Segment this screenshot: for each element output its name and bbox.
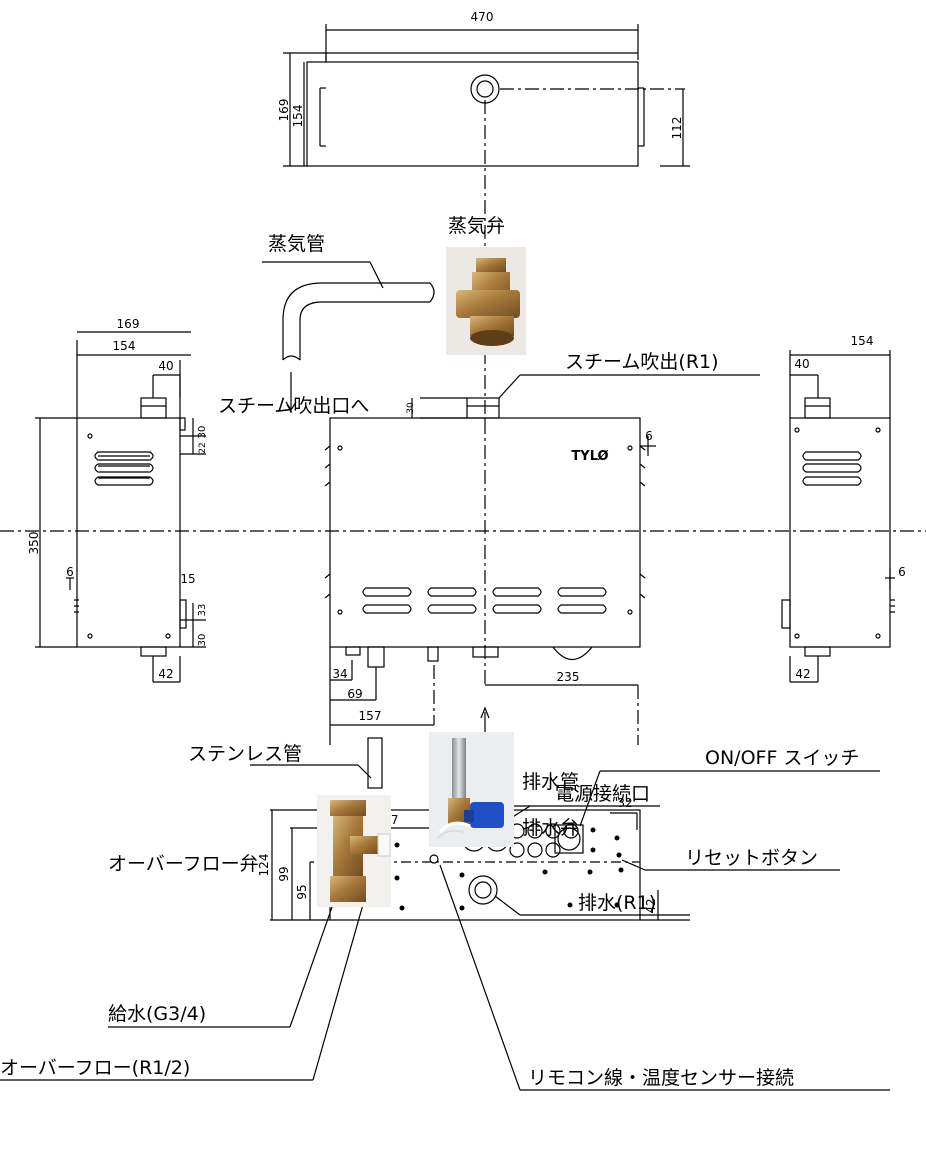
right-side-view [781,350,895,683]
label-remote-sensor: リモコン線・温度センサー接続 [528,1067,794,1089]
dim-top-169: 169 [277,99,291,122]
label-overflow-r12: オーバーフロー(R1/2) [0,1057,190,1079]
dim-left-15: 15 [180,572,195,586]
label-steam-outlet: スチーム吹出(R1) [565,351,719,373]
label-onoff-switch: ON/OFF スイッチ [705,747,859,769]
dim-right-6: 6 [898,565,906,579]
top-view [283,24,690,200]
dim-left-154: 154 [113,339,136,353]
dim-32: 32 [617,796,632,810]
dim-front-30: 30 [406,402,416,414]
dim-470: 470 [471,10,494,24]
stainless-pipe-drawing [250,737,383,789]
dim-right-42: 42 [795,667,810,681]
dim-left-33: 33 [197,604,208,617]
steam-valve-photo [446,247,526,355]
dim-95: 95 [295,884,309,899]
dim-left-30b: 30 [197,634,208,647]
dim-235: 235 [557,670,580,684]
dim-350: 350 [27,532,41,555]
callout-labels: 蒸気管 蒸気弁 スチーム吹出(R1) スチーム吹出口へ ステンレス管 オーバーフ… [0,215,859,1089]
dim-bot-42: 42 [644,898,658,913]
dim-99: 99 [277,866,291,881]
dim-left-22: 22 [198,442,208,453]
label-steam-valve: 蒸気弁 [448,215,505,237]
front-view [0,200,926,745]
drain-valve-photo [429,732,514,847]
dim-124: 124 [257,854,271,877]
dim-left-6: 6 [66,565,74,579]
label-drain-r1: 排水(R1) [578,892,656,914]
label-power-port: 電源接続口 [555,783,650,805]
dim-left-40: 40 [158,359,173,373]
dim-left-169: 169 [117,317,140,331]
label-reset-button: リセットボタン [685,847,818,869]
overflow-valve-photo [317,795,391,907]
brand-logo: TYLØ [571,449,608,464]
dim-34: 34 [332,667,347,681]
dim-front-6: 6 [645,429,653,443]
label-steam-pipe: 蒸気管 [268,233,325,255]
dim-left-42: 42 [158,667,173,681]
label-water-supply: 給水(G3/4) [108,1003,206,1025]
dim-157: 157 [359,709,382,723]
dim-top-112: 112 [670,117,684,140]
dim-right-40: 40 [794,357,809,371]
left-side-view [35,331,206,683]
steam-pipe-drawing [262,261,435,412]
label-overflow-valve: オーバーフロー弁 [108,853,259,875]
dim-69: 69 [347,687,362,701]
label-to-steam-outlet: スチーム吹出口へ [218,395,369,417]
label-drain-pipe: 排水管 [522,771,579,793]
dim-top-154: 154 [291,105,305,128]
label-stainless-pipe: ステンレス管 [188,743,302,765]
dim-left-30: 30 [197,426,208,439]
label-drain-valve: 排水弁 [522,817,579,839]
dim-right-154: 154 [851,334,874,348]
